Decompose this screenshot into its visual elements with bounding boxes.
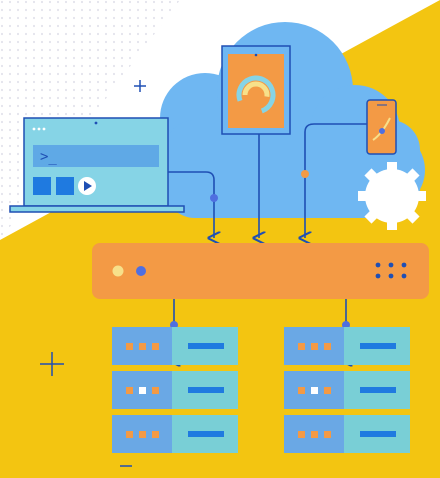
laptop-icon: >_ [9,117,185,213]
server-unit [284,371,410,409]
status-light [136,266,146,276]
plus-icon [40,352,64,376]
load-balancer [92,243,429,299]
connector-laptop-to-balancer [168,171,218,238]
plus-icon [134,80,146,92]
terminal-bar [33,145,159,167]
terminal-prompt: >_ [40,149,57,165]
laptop-app-tile [33,177,51,195]
server-unit [112,327,238,365]
server-rack-right [284,327,410,453]
connector-phone-to-balancer [301,123,367,238]
gauge-chart [236,75,276,115]
gear-icon [358,162,426,230]
server-unit [284,415,410,453]
server-rack-left [112,327,238,453]
port-grid [375,262,407,279]
status-light [112,265,124,277]
phone-icon [366,99,397,155]
play-icon [78,177,96,195]
server-unit [112,371,238,409]
laptop-app-tile [56,177,74,195]
server-unit [284,327,410,365]
server-unit [112,415,238,453]
tablet-icon [221,45,291,135]
